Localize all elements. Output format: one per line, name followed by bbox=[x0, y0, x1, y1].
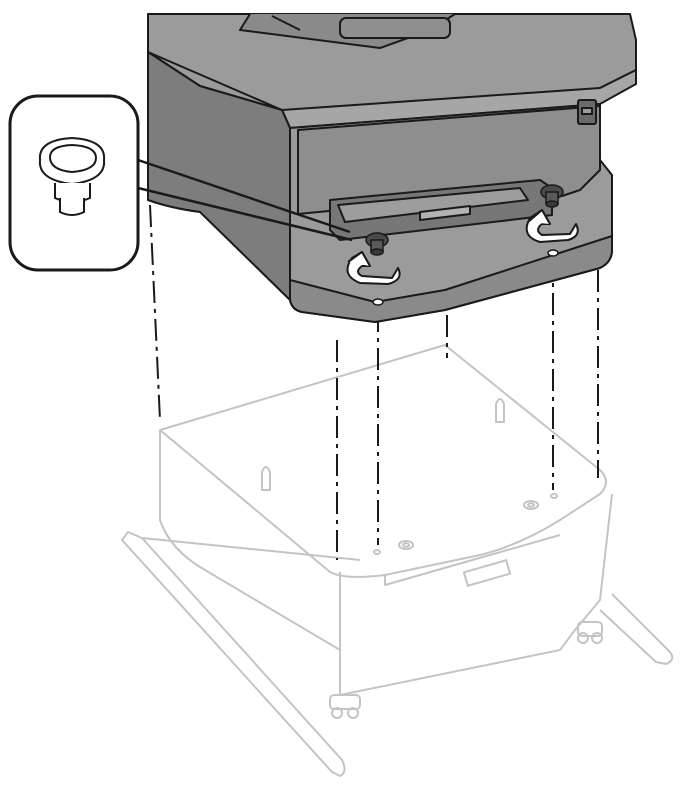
rotate-arrow-icon bbox=[346, 251, 401, 285]
printer-base bbox=[289, 235, 613, 323]
caster bbox=[577, 621, 603, 637]
screw-detail-icon bbox=[38, 136, 106, 216]
rotate-arrow-icon bbox=[525, 209, 579, 243]
document-feeder-slot bbox=[339, 17, 451, 39]
caster bbox=[329, 694, 361, 710]
cabinet-front-face bbox=[339, 493, 613, 696]
screw-hole bbox=[523, 500, 539, 510]
printer bbox=[147, 13, 637, 323]
screw-right bbox=[540, 184, 564, 257]
cabinet-top bbox=[159, 344, 607, 578]
cabinet-drawer-handle bbox=[462, 559, 512, 587]
screw-hole bbox=[398, 540, 414, 550]
cabinet-left-face bbox=[159, 430, 341, 651]
stabilizer-foot-left bbox=[121, 531, 346, 777]
cabinet bbox=[121, 344, 674, 777]
alignment-peg bbox=[495, 398, 505, 423]
printer-left-side bbox=[147, 13, 291, 301]
stabilizer-foot-right bbox=[599, 593, 674, 665]
screw-left bbox=[365, 232, 389, 306]
alignment-guides bbox=[149, 204, 599, 560]
screw-detail-callout bbox=[8, 94, 353, 272]
alignment-peg bbox=[261, 466, 271, 491]
